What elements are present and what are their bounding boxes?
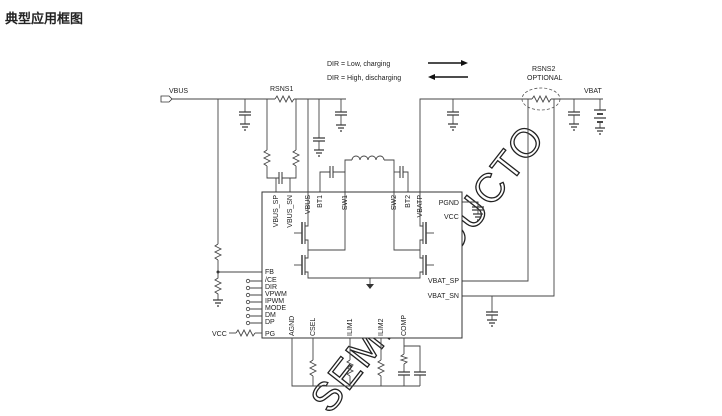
net-vcc-label-right: VCC	[444, 214, 459, 221]
pin-label-top: SW1	[342, 195, 349, 210]
net-vbat-label: VBAT	[584, 88, 602, 95]
left-pin-dots	[245, 278, 251, 326]
inductor-icon	[351, 155, 385, 161]
pin-label-left: VPWM	[265, 291, 287, 298]
ground-icon	[487, 319, 497, 327]
ground-icon	[448, 123, 458, 131]
battery-icon	[594, 99, 606, 128]
net-vcc-label-left: VCC	[212, 331, 227, 338]
bottom-pin-labels: AGND CSEL ILIM1 ILIM2 COMP	[289, 315, 408, 336]
right-pin-labels: PGND VBAT_SP VBAT_SN	[428, 200, 460, 300]
pin-label-left: DM	[265, 312, 276, 319]
rsns1-label: RSNS1	[270, 86, 293, 93]
pin-label-right: VBAT_SN	[428, 293, 459, 300]
pin-label-right: VBAT_SP	[428, 278, 459, 285]
pin-label-bottom: COMP	[401, 315, 408, 336]
pin-label-top: SW2	[391, 195, 398, 210]
pin-label-top: BT1	[317, 195, 324, 208]
pin-label-left: MODE	[265, 305, 286, 312]
top-pin-labels: VBUS_SP VBUS_SN VBUS BT1 SW1 SW2 BT2 VBATP	[273, 195, 424, 228]
ground-icon	[473, 213, 483, 221]
power-switches	[294, 192, 434, 289]
pin-label-top: VBUS_SP	[273, 195, 280, 228]
rsns2-resistor-icon	[531, 94, 552, 104]
pin-label-left: PG	[265, 331, 275, 338]
ground-icon	[240, 123, 250, 131]
pin-label-left: DIR	[265, 284, 277, 291]
arrow-left-icon	[428, 74, 468, 80]
pin-label-top: BT2	[405, 195, 412, 208]
pin-label-left: DP	[265, 319, 275, 326]
rsns1-resistor-icon	[274, 94, 295, 104]
pin-label-bottom: AGND	[289, 316, 296, 336]
net-vbus-label: VBUS	[169, 88, 188, 95]
ground-icon	[569, 123, 579, 131]
arrow-right-icon	[428, 60, 468, 66]
vbus-connector-icon	[160, 95, 173, 103]
legend-discharging: DIR = High, discharging	[327, 75, 401, 82]
pin-label-top: VBATP	[417, 195, 424, 218]
ground-icon	[213, 299, 223, 307]
ground-icon	[314, 149, 324, 157]
pin-label-left: /CE	[265, 277, 277, 284]
pin-label-bottom: ILIM1	[347, 318, 354, 336]
pin-label-top: VBUS_SN	[287, 195, 294, 228]
page-title: 典型应用框图	[5, 12, 84, 27]
ground-icon	[595, 127, 605, 135]
pin-label-bottom: ILIM2	[378, 318, 385, 336]
rsns2-label: RSNS2	[532, 66, 555, 73]
pin-label-top: VBUS	[305, 195, 312, 214]
pin-label-bottom: CSEL	[310, 318, 317, 336]
pin-label-left: IPWM	[265, 298, 284, 305]
ground-icon	[336, 124, 346, 132]
pin-label-left: FB	[265, 269, 274, 276]
rsns2-optional-label: OPTIONAL	[527, 75, 563, 82]
legend-charging: DIR = Low, charging	[327, 61, 390, 68]
pin-label-right: PGND	[439, 200, 459, 207]
